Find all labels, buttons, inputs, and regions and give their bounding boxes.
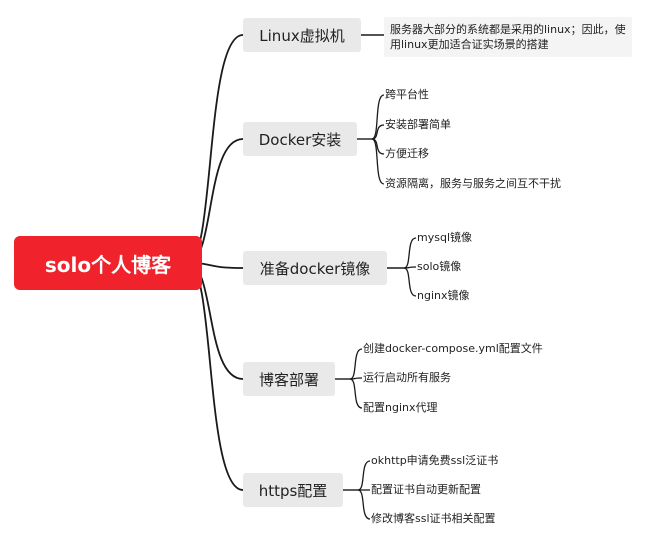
leaf-auto-renew: 配置证书自动更新配置: [371, 483, 481, 496]
leaf-linux-reason: 服务器大部分的系统都是采用的linux；因此，使 用linux更加适合证实场景的…: [384, 17, 632, 57]
connector-https-child-2: [357, 489, 371, 520]
leaf-blog-ssl-config: 修改博客ssl证书相关配置: [371, 512, 496, 525]
leaf-config-nginx: 配置nginx代理: [363, 401, 438, 414]
leaf-okhttp-ssl: okhttp申请免费ssl泛证书: [371, 454, 499, 467]
connector-deploy-child-0: [349, 348, 363, 380]
leaf-nginx-image: nginx镜像: [417, 289, 470, 302]
connector-deploy-child-2: [349, 378, 363, 409]
root-node[interactable]: solo个人博客: [14, 236, 202, 290]
leaf-create-compose: 创建docker-compose.yml配置文件: [363, 342, 543, 355]
leaf-linux-reason-line1: 服务器大部分的系统都是采用的linux；因此，使: [390, 23, 626, 36]
connector-https-child-0: [357, 460, 371, 491]
branch-https-config[interactable]: https配置: [243, 473, 343, 507]
leaf-cross-platform: 跨平台性: [385, 88, 429, 101]
branch-linux-vm[interactable]: Linux虚拟机: [243, 18, 361, 52]
leaf-easy-migrate: 方便迁移: [385, 147, 429, 160]
leaf-linux-reason-line2: 用linux更加适合证实场景的搭建: [390, 38, 549, 51]
branch-docker-install[interactable]: Docker安装: [243, 122, 357, 156]
connector-docker-child-0: [371, 94, 385, 140]
leaf-run-services: 运行启动所有服务: [363, 371, 451, 384]
leaf-mysql-image: mysql镜像: [417, 231, 472, 244]
connector-images-child-2: [403, 267, 417, 297]
branch-blog-deploy[interactable]: 博客部署: [243, 362, 335, 396]
connector-docker-child-3: [371, 138, 385, 185]
leaf-easy-deploy: 安装部署简单: [385, 118, 451, 131]
branch-docker-images[interactable]: 准备docker镜像: [243, 251, 387, 285]
connector-root-linux-vm: [187, 34, 244, 264]
leaf-solo-image: solo镜像: [417, 260, 462, 273]
leaf-resource-isolation: 资源隔离，服务与服务之间互不干扰: [385, 177, 561, 190]
connector-images-child-0: [403, 237, 417, 269]
